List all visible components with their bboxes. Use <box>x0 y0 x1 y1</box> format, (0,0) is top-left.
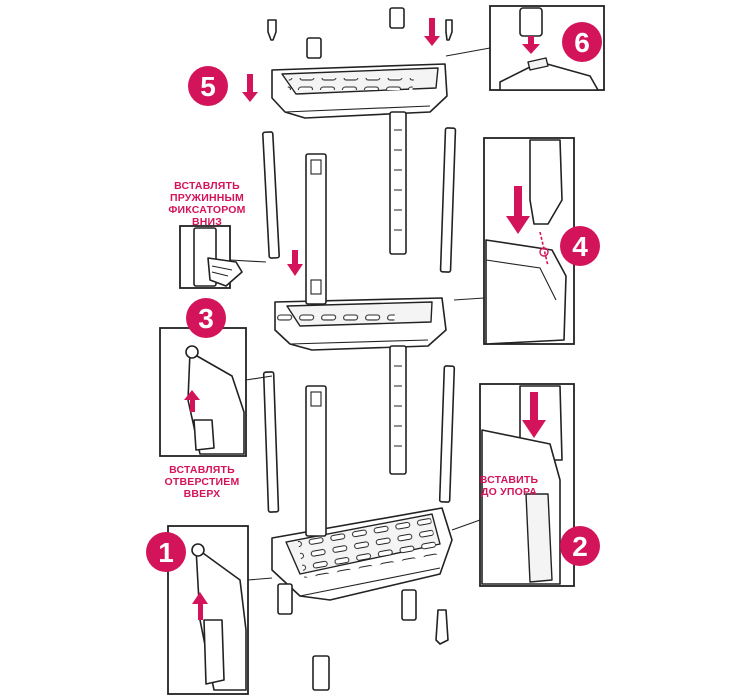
svg-text:5: 5 <box>200 71 216 102</box>
step-badge-5: 5 <box>188 66 228 106</box>
middle-shelf <box>274 297 447 351</box>
step-badge-4: 4 <box>560 226 600 266</box>
post-upper-left <box>262 131 280 259</box>
top-connector-mid <box>389 7 405 29</box>
svg-text:4: 4 <box>572 231 588 262</box>
top-connector-left <box>306 37 322 59</box>
caption-spring-latch: ВСТАВЛЯТЬ ПРУЖИННЫМ ФИКСАТОРОМ ВНИЗ <box>168 180 246 228</box>
post-lower-left <box>262 371 280 513</box>
top-cap-right <box>445 19 453 41</box>
caption-to-stop: ВСТАВИТЬ ДО УПОРА <box>479 474 539 498</box>
foot-center <box>312 655 330 691</box>
arrow-step5-down <box>242 74 258 102</box>
svg-text:1: 1 <box>158 537 174 568</box>
foot-right-back <box>401 589 417 621</box>
caption-hole-up: ВСТАВЛЯТЬ ОТВЕРСТИЕМ ВВЕРХ <box>164 464 240 500</box>
post-upper-right-back <box>389 111 407 255</box>
post-upper-center <box>305 153 327 305</box>
arrow-step1-up <box>192 592 208 620</box>
svg-text:3: 3 <box>198 303 214 334</box>
detail-frame-step2 <box>451 383 575 587</box>
detail-frame-step4 <box>453 137 575 345</box>
step-badge-3: 3 <box>186 298 226 338</box>
bottom-shelf <box>271 507 453 601</box>
foot-left <box>277 583 293 615</box>
foot-right <box>435 609 449 645</box>
detail-frame-step6 <box>445 5 605 91</box>
spring-latch-detail <box>179 225 267 289</box>
detail-frame-step3 <box>159 327 273 457</box>
svg-text:2: 2 <box>572 531 588 562</box>
step-badge-1: 1 <box>146 532 186 572</box>
post-lower-right-back <box>389 345 407 475</box>
arrow-top-down <box>424 18 440 46</box>
post-upper-right <box>439 127 457 273</box>
arrow-post-down <box>287 250 303 276</box>
arrow-step3-up <box>184 390 200 412</box>
step-badge-6: 6 <box>562 22 602 62</box>
arrow-step4-down <box>506 186 530 234</box>
arrow-step6-down <box>522 36 540 54</box>
top-cap-left <box>267 19 277 41</box>
top-shelf <box>271 63 448 119</box>
post-lower-center <box>305 385 327 537</box>
arrow-step2-down <box>522 392 546 438</box>
post-lower-right <box>438 365 456 503</box>
svg-text:6: 6 <box>574 27 590 58</box>
step-badge-2: 2 <box>560 526 600 566</box>
